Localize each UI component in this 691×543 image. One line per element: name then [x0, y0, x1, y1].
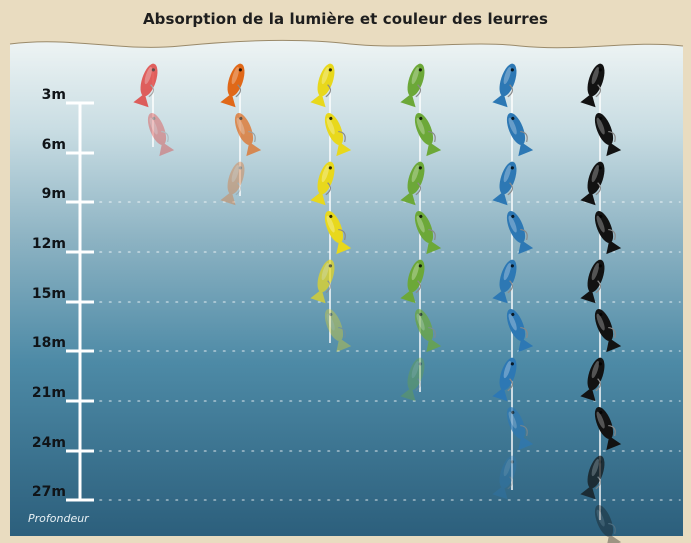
depth-label-24m: 24m — [12, 435, 66, 451]
depth-axis-caption: Profondeur — [28, 512, 89, 525]
depth-label-12m: 12m — [12, 236, 66, 252]
depth-label-6m: 6m — [12, 137, 66, 153]
depth-label-3m: 3m — [12, 87, 66, 103]
depth-label-27m: 27m — [12, 484, 66, 500]
depth-label-18m: 18m — [12, 335, 66, 351]
depth-label-9m: 9m — [12, 186, 66, 202]
depth-label-15m: 15m — [12, 286, 66, 302]
water-body — [10, 40, 683, 536]
depth-label-21m: 21m — [12, 385, 66, 401]
diagram-title: Absorption de la lumière et couleur des … — [0, 10, 691, 28]
